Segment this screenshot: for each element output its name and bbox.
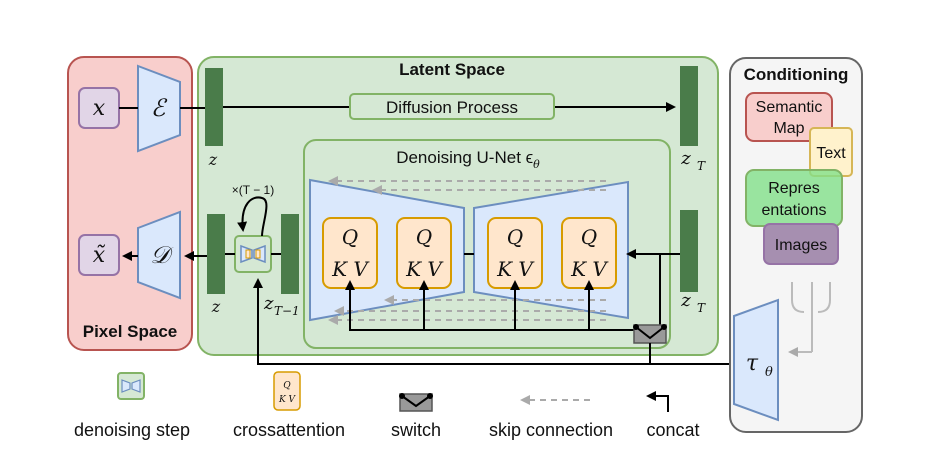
svg-text:K V: K V: [496, 257, 535, 281]
legend-crossattention: crossattention: [233, 420, 345, 440]
legend-switch-icon: [399, 393, 433, 412]
pixel-space-label: Pixel Space: [83, 322, 178, 341]
svg-text:z: z: [680, 290, 691, 311]
unet-title: Denoising U-Net ϵθ: [396, 148, 540, 171]
legend-denoising-step: denoising step: [74, 420, 190, 440]
attention-block-2: Q K V: [396, 217, 452, 289]
svg-text:Q: Q: [342, 225, 358, 249]
encoder-block: ℰ: [137, 64, 181, 153]
svg-text:T: T: [697, 159, 706, 173]
latent-z-bar-top: [205, 68, 223, 146]
denoising-step-icon: [234, 235, 272, 273]
svg-text:τ: τ: [746, 351, 759, 376]
tau-to-step-arrow: [253, 278, 734, 365]
zT-label-top: z T: [680, 148, 706, 173]
svg-text:z: z: [263, 293, 274, 314]
svg-text:Q: Q: [416, 225, 432, 249]
conditioning-label: Conditioning: [744, 65, 849, 84]
diffusion-process-label: Diffusion Process: [386, 98, 518, 117]
svg-text:Q: Q: [283, 381, 291, 391]
latent-z-bar-bottom: [207, 214, 225, 294]
diffusion-process-box: Diffusion Process: [349, 93, 555, 120]
legend-skip-connection: skip connection: [489, 420, 613, 440]
svg-text:z: z: [680, 148, 691, 169]
svg-text:Q: Q: [507, 225, 523, 249]
output-xtilde-label: x̃: [93, 243, 106, 268]
loop-arrow: [237, 196, 268, 237]
images-node: Images: [763, 223, 839, 265]
svg-text:K V: K V: [278, 395, 297, 405]
svg-text:T: T: [697, 301, 706, 315]
latent-zT-bar-bottom: [680, 210, 698, 292]
svg-text:T−1: T−1: [274, 304, 300, 318]
latent-space-label: Latent Space: [399, 60, 505, 79]
attention-block-1: Q K V: [322, 217, 378, 289]
latent-zTm1-bar: [281, 214, 299, 294]
input-x-node: x: [78, 87, 120, 129]
legend-denoising-step-icon: [117, 372, 145, 400]
zT-label-bottom: z T: [680, 290, 706, 315]
legend-concat-icon: [646, 391, 669, 412]
z-label-bottom: z: [211, 297, 221, 316]
svg-text:Text: Text: [816, 145, 846, 162]
legend-concat: concat: [646, 420, 699, 440]
conditioning-merge-lines: [788, 282, 831, 357]
conditioning-bus: [345, 280, 636, 331]
svg-text:K V: K V: [405, 257, 444, 281]
attention-block-3: Q K V: [487, 217, 543, 289]
decoder-block: 𝒟: [137, 210, 181, 300]
skip-connections: [328, 176, 606, 325]
svg-text:entations: entations: [762, 202, 827, 219]
input-x-label: x: [93, 96, 106, 121]
attention-block-4: Q K V: [561, 217, 617, 289]
svg-text:K V: K V: [570, 257, 609, 281]
legend-crossattention-icon: Q K V: [273, 371, 301, 411]
z-label-top: z: [208, 150, 218, 169]
tau-encoder: τ θ: [733, 298, 779, 422]
loop-label: ×(T − 1): [232, 183, 274, 197]
latent-zT-bar-top: [680, 66, 698, 146]
legend-switch: switch: [391, 420, 441, 440]
svg-text:Semantic: Semantic: [756, 99, 823, 116]
svg-text:Map: Map: [773, 120, 804, 137]
text-node: Text: [809, 127, 853, 177]
encoder-label: ℰ: [151, 94, 168, 122]
output-xtilde-node: x̃: [78, 234, 120, 276]
svg-text:Repres: Repres: [768, 180, 820, 197]
svg-text:K V: K V: [331, 257, 370, 281]
svg-text:Images: Images: [775, 237, 827, 254]
svg-text:θ: θ: [765, 365, 773, 380]
switch-icon: [633, 324, 667, 344]
zTm1-label: T−1 z T−1: [263, 293, 300, 318]
representations-node: Repres entations: [745, 169, 843, 227]
svg-text:Q: Q: [581, 225, 597, 249]
